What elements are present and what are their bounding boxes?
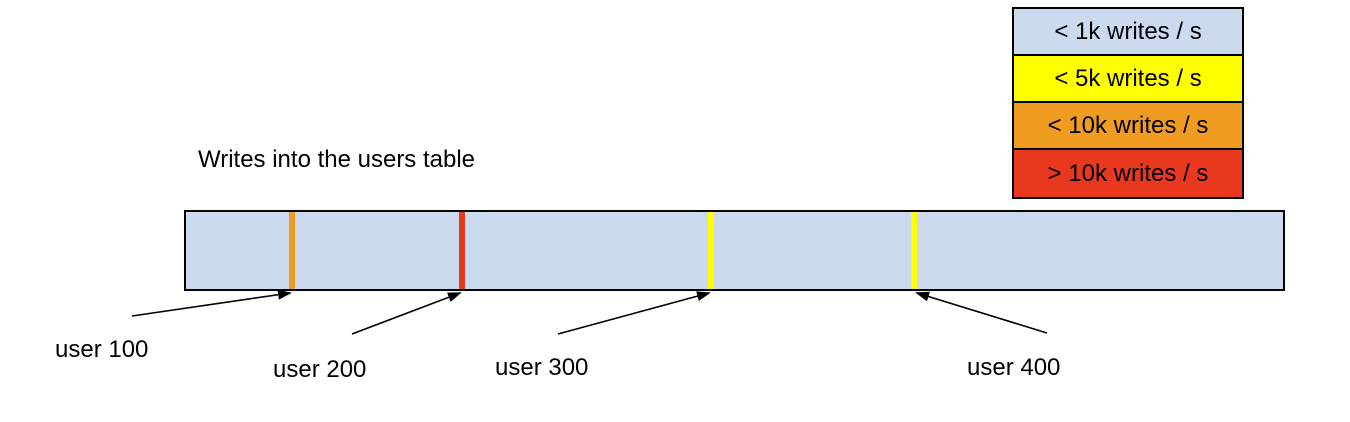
- marker-line-user-200: [459, 212, 465, 289]
- marker-line-user-100: [289, 212, 295, 289]
- legend-item-label: < 1k writes / s: [1054, 17, 1202, 45]
- arrow-user-200: [351, 292, 462, 335]
- legend-item-label: < 10k writes / s: [1047, 111, 1209, 139]
- legend-item-lt-1k: < 1k writes / s: [1014, 9, 1242, 56]
- legend-item-label: > 10k writes / s: [1047, 159, 1209, 187]
- legend-item-label: < 5k writes / s: [1054, 64, 1202, 92]
- users-table-bar: [184, 210, 1285, 291]
- marker-line-user-400: [911, 212, 917, 289]
- marker-label-user-300: user 300: [495, 354, 589, 381]
- arrow-user-400: [915, 291, 1048, 334]
- legend-item-lt-10k: < 10k writes / s: [1014, 103, 1242, 150]
- legend: < 1k writes / s < 5k writes / s < 10k wr…: [1012, 7, 1244, 199]
- marker-label-user-200: user 200: [273, 356, 367, 383]
- marker-label-user-400: user 400: [967, 354, 1061, 381]
- arrow-user-300: [557, 291, 711, 335]
- marker-label-user-100: user 100: [55, 336, 149, 363]
- marker-line-user-300: [708, 212, 714, 289]
- legend-item-gt-10k: > 10k writes / s: [1014, 150, 1242, 197]
- diagram-title: Writes into the users table: [198, 146, 476, 173]
- arrow-user-100: [131, 289, 292, 317]
- legend-item-lt-5k: < 5k writes / s: [1014, 56, 1242, 103]
